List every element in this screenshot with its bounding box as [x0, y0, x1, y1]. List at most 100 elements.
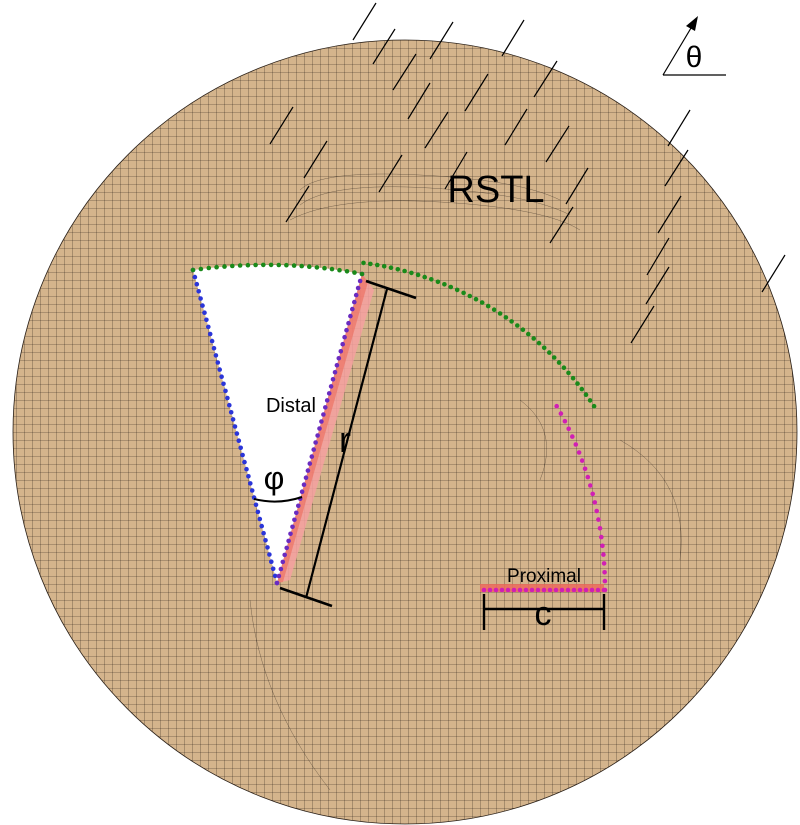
- wedge-right-edge-dot: [305, 468, 311, 473]
- arc-edge-dot: [536, 340, 542, 346]
- arc-edge-dot: [515, 323, 520, 328]
- arc-edge-dot: [381, 264, 387, 269]
- arc-edge-dot: [526, 331, 531, 337]
- distal-edge-dot: [198, 296, 203, 301]
- arc-edge-dot: [442, 282, 447, 287]
- wedge-right-edge-dot: [317, 426, 322, 431]
- arc-edge-dot: [497, 311, 503, 316]
- distal-edge-dot: [267, 552, 272, 557]
- arc-edge-dot: [402, 268, 407, 274]
- arc-edge-dot: [587, 398, 593, 403]
- c-label: c: [535, 595, 552, 633]
- wedge-right-edge-dot: [326, 391, 332, 396]
- proximal-arc-dot: [579, 458, 585, 463]
- distal-edge-dot: [217, 367, 222, 372]
- distal-edge-dot: [248, 481, 253, 486]
- wedge-right-edge-dot: [311, 447, 317, 452]
- distal-edge-dot: [206, 324, 211, 330]
- arc-edge-dot: [429, 277, 434, 282]
- arc-edge-dot: [198, 266, 204, 272]
- arc-edge-dot: [503, 315, 509, 320]
- distal-edge-dot: [234, 431, 240, 436]
- proximal-arc-dot: [596, 517, 601, 522]
- proximal-arc-dot: [588, 483, 593, 488]
- proximal-edge-dot: [493, 587, 499, 593]
- arc-edge-dot: [467, 293, 473, 299]
- proximal-edge-dot: [505, 587, 511, 593]
- arc-edge-dot: [415, 272, 421, 278]
- proximal-edge-dot: [523, 587, 529, 593]
- arc-edge-dot: [579, 386, 585, 392]
- arc-edge-dot: [276, 262, 282, 268]
- arc-edge-dot: [284, 262, 289, 268]
- arc-edge-dot: [520, 327, 526, 333]
- wedge-right-edge-dot: [301, 482, 307, 488]
- arc-edge-dot: [222, 264, 227, 269]
- proximal-edge-dot: [553, 587, 559, 593]
- proximal-arc-dot: [601, 552, 606, 557]
- arc-edge-dot: [261, 262, 266, 268]
- wedge-right-edge-dot: [299, 489, 305, 495]
- proximal-arc-dot: [602, 578, 608, 584]
- distal-label: Distal: [266, 395, 316, 417]
- wedge-right-edge-dot: [282, 552, 288, 558]
- arc-edge-dot: [230, 263, 235, 269]
- distal-edge-dot: [221, 381, 226, 387]
- proximal-edge-dot: [601, 587, 607, 593]
- arc-edge-dot: [206, 265, 212, 271]
- arc-edge-dot: [509, 319, 514, 324]
- distal-edge-dot: [213, 353, 219, 358]
- arc-edge-dot: [551, 355, 557, 360]
- distal-edge-dot: [249, 488, 255, 493]
- distal-edge-dot: [202, 310, 207, 316]
- distal-edge-dot: [215, 360, 221, 365]
- phi-label: φ: [264, 460, 285, 496]
- proximal-edge-dot: [541, 587, 547, 593]
- r-label: r: [339, 419, 351, 460]
- wedge-right-edge-dot: [321, 412, 326, 417]
- wedge-right-edge-dot: [352, 299, 357, 305]
- arc-edge-dot: [547, 350, 552, 355]
- arc-edge-dot: [291, 263, 297, 268]
- wedge-right-edge-dot: [328, 384, 334, 389]
- arc-edge-dot: [435, 279, 441, 285]
- wedge-right-edge-dot: [313, 440, 318, 445]
- distal-edge-dot: [228, 410, 234, 415]
- phi-arc: [253, 496, 303, 503]
- arc-edge-dot: [531, 336, 536, 341]
- arc-edge-dot: [352, 270, 357, 275]
- proximal-arc-dot: [602, 570, 607, 575]
- proximal-edge-dot: [511, 587, 517, 593]
- arc-edge-dot: [473, 296, 479, 302]
- proximal-edge-dot: [487, 587, 493, 593]
- wedge-right-edge-dot: [315, 433, 320, 438]
- distal-edge-dot: [232, 424, 238, 429]
- proximal-arc-dot: [554, 403, 559, 409]
- distal-edge-dot: [227, 402, 232, 408]
- proximal-label: Proximal: [507, 566, 581, 587]
- distal-edge-dot: [207, 331, 213, 337]
- theta-indicator: θ: [662, 16, 726, 76]
- arc-edge-dot: [361, 260, 366, 266]
- distal-edge-dot: [219, 374, 224, 380]
- wedge-right-edge-dot: [278, 566, 284, 572]
- proximal-edge-dot: [559, 587, 565, 593]
- distal-edge-dot: [209, 338, 215, 344]
- wedge-right-edge-dot: [309, 454, 315, 459]
- mesh-disk: [12, 39, 798, 825]
- arc-edge-dot: [422, 274, 428, 280]
- arc-edge-dot: [329, 266, 335, 272]
- wedge-right-edge-dot: [336, 356, 342, 361]
- proximal-edge-dot: [481, 587, 487, 593]
- proximal-edge-dot: [517, 587, 523, 593]
- distal-edge-dot: [204, 317, 209, 323]
- arc-edge-dot: [491, 307, 497, 313]
- wedge-right-edge-dot: [340, 341, 346, 347]
- arc-edge-dot: [556, 360, 562, 365]
- wedge-right-edge-dot: [292, 517, 297, 523]
- proximal-arc-dot: [570, 434, 575, 439]
- arc-edge-dot: [566, 370, 571, 376]
- proximal-edge-dot: [547, 587, 553, 593]
- proximal-arc-dot: [590, 491, 595, 497]
